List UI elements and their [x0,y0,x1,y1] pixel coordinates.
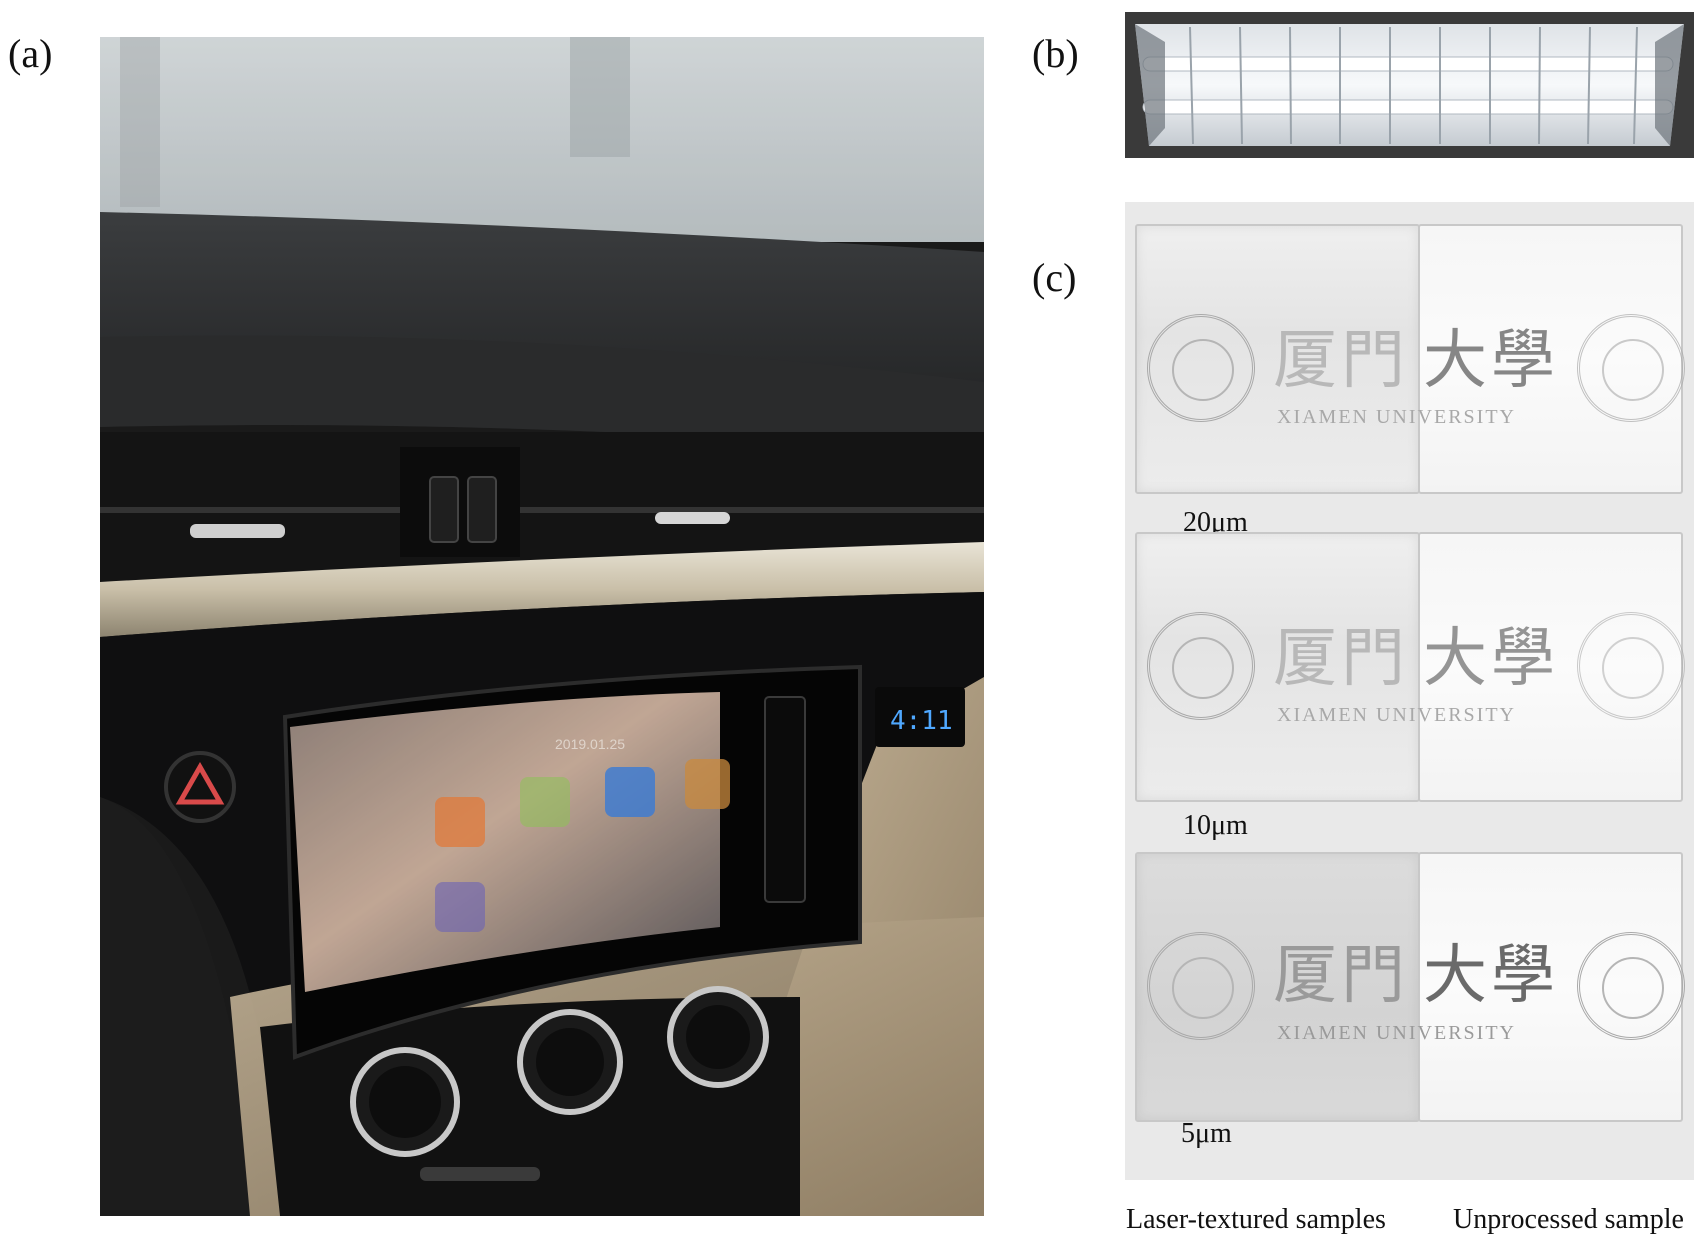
caption-unprocessed: Unprocessed sample [1453,1204,1684,1235]
sample-row-5um: 厦門 大學 XIAMEN UNIVERSITY 5μm [1125,852,1694,1152]
university-name-cn-left: 厦門 [1273,324,1409,398]
university-seal-icon [1577,314,1685,422]
university-seal-icon [1577,932,1685,1040]
caption-laser-textured: Laser-textured samples [1126,1204,1386,1235]
sample-size-label: 10μm [1183,810,1248,841]
lamp-fixture-photo [1125,12,1694,158]
sample-row-20um: 厦門 大學 XIAMEN UNIVERSITY 20μm [1125,224,1694,538]
university-name-cn-right: 大學 [1423,939,1559,1013]
university-seal-icon [1147,314,1255,422]
university-name-cn-left: 厦門 [1273,939,1409,1013]
university-seal-icon [1577,612,1685,720]
university-name-cn-left: 厦門 [1273,622,1409,696]
panel-label-a: (a) [8,31,53,76]
car-dashboard-photo: 2019.01.25 4:11 [100,37,984,1216]
university-seal-icon [1147,932,1255,1040]
screen-date: 2019.01.25 [555,736,625,752]
university-seal-icon [1147,612,1255,720]
glass-samples-photo: 厦門 大學 XIAMEN UNIVERSITY 20μm 厦門 大學 XIAME… [1125,202,1694,1180]
university-name-en: XIAMEN UNIVERSITY [1277,1022,1516,1044]
sample-size-label: 5μm [1181,1118,1232,1149]
clock-display: 4:11 [890,706,953,736]
university-name-en: XIAMEN UNIVERSITY [1277,406,1516,428]
university-name-en: XIAMEN UNIVERSITY [1277,704,1516,726]
university-name-cn-right: 大學 [1423,324,1559,398]
panel-label-b: (b) [1032,31,1079,76]
sample-row-10um: 厦門 大學 XIAMEN UNIVERSITY 10μm [1125,532,1694,841]
panel-label-c: (c) [1032,255,1077,300]
university-name-cn-right: 大學 [1423,622,1559,696]
